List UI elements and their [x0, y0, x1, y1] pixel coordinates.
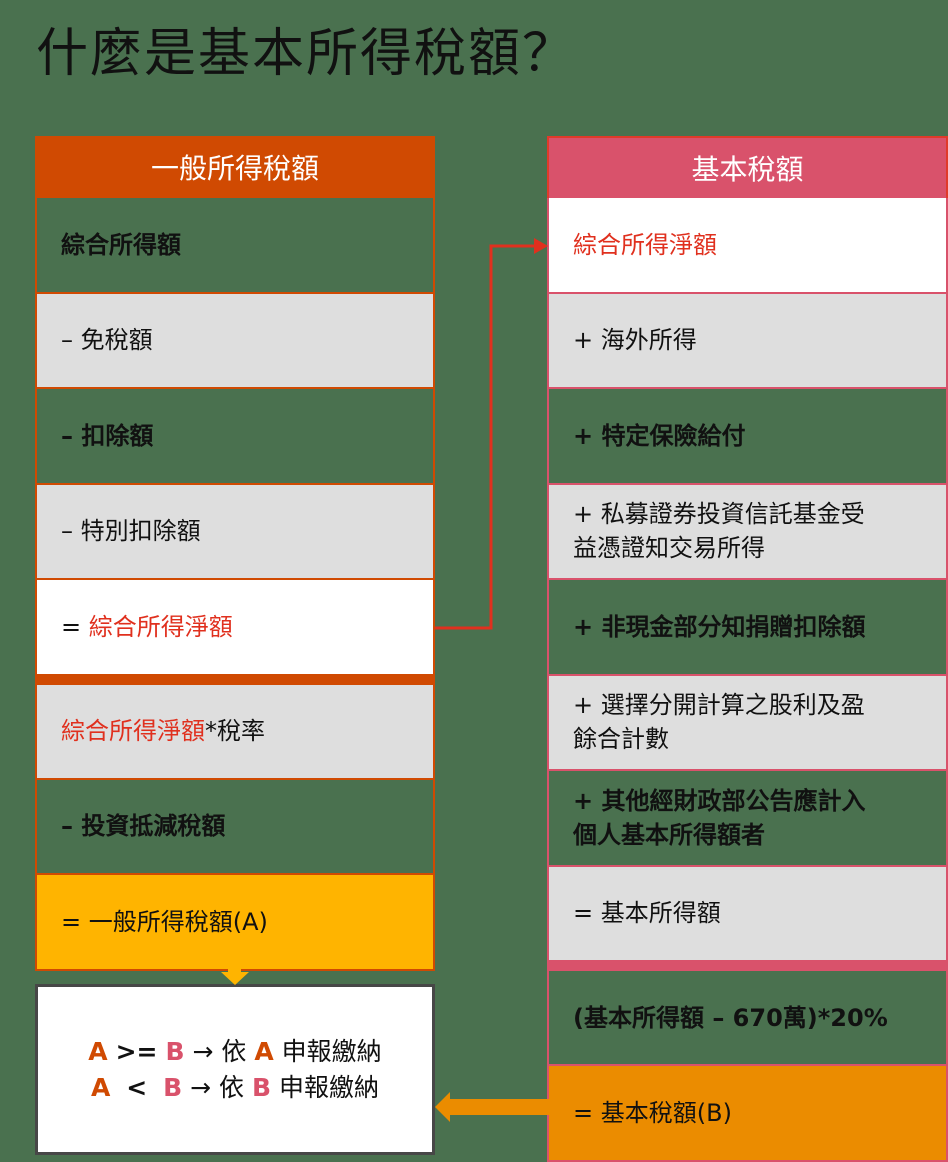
- left-row-net-income-times-rate: 綜合所得淨額*稅率: [35, 675, 435, 780]
- right-row-noncash-donation: + 非現金部分知捐贈扣除額: [547, 580, 948, 676]
- right-row-separate-dividends: + 選擇分開計算之股利及盈 餘合計數: [547, 675, 948, 771]
- right-row-basic-tax-formula: (基本所得額 – 670萬)*20%: [547, 962, 948, 1066]
- net-income-highlight: 綜合所得淨額: [88, 612, 233, 641]
- page-title: 什麼是基本所得稅額？: [36, 24, 577, 84]
- right-row-overseas-income: + 海外所得: [547, 293, 948, 389]
- comparison-line-a-ge-b: A >= B → 依 A 申報繳納: [88, 1036, 382, 1066]
- left-row-special-deduction: – 特別扣除額: [35, 484, 435, 580]
- left-arrow-icon: [435, 1092, 549, 1122]
- general-income-tax-column: 一般所得稅額 綜合所得額 – 免稅額 – 扣除額 – 特別扣除額 = 綜合所得淨…: [35, 136, 435, 971]
- right-arrow-icon: →: [190, 1072, 212, 1102]
- left-row-exemption: – 免稅額: [35, 293, 435, 389]
- net-income-highlight: 綜合所得淨額: [573, 230, 717, 259]
- general-income-tax-header: 一般所得稅額: [35, 136, 435, 198]
- right-row-private-fund-gains: + 私募證券投資信託基金受 益憑證知交易所得: [547, 484, 948, 580]
- left-row-net-income: = 綜合所得淨額: [35, 580, 435, 676]
- comparison-box: A >= B → 依 A 申報繳納 A < B → 依 B 申報繳納: [35, 984, 435, 1155]
- net-income-highlight: 綜合所得淨額: [61, 717, 205, 745]
- left-row-gross-income: 綜合所得額: [35, 198, 435, 294]
- comparison-line-a-lt-b: A < B → 依 B 申報繳納: [90, 1072, 380, 1102]
- left-row-deduction: – 扣除額: [35, 389, 435, 485]
- right-row-net-income: 綜合所得淨額: [547, 198, 948, 294]
- basic-tax-header: 基本稅額: [547, 136, 948, 198]
- right-row-insurance-payout: + 特定保險給付: [547, 389, 948, 485]
- basic-tax-column: 基本稅額 綜合所得淨額 + 海外所得 + 特定保險給付 + 私募證券投資信託基金…: [547, 136, 948, 1162]
- right-row-basic-income: = 基本所得額: [547, 866, 948, 962]
- left-row-investment-credit: – 投資抵減稅額: [35, 779, 435, 875]
- right-row-other-items: + 其他經財政部公告應計入 個人基本所得額者: [547, 771, 948, 867]
- right-arrow-icon: →: [192, 1036, 214, 1066]
- left-row-general-tax-a: = 一般所得稅額(A): [35, 875, 435, 971]
- right-row-basic-tax-b: = 基本稅額(B): [547, 1066, 948, 1162]
- net-income-connector-arrow-icon: [435, 238, 548, 630]
